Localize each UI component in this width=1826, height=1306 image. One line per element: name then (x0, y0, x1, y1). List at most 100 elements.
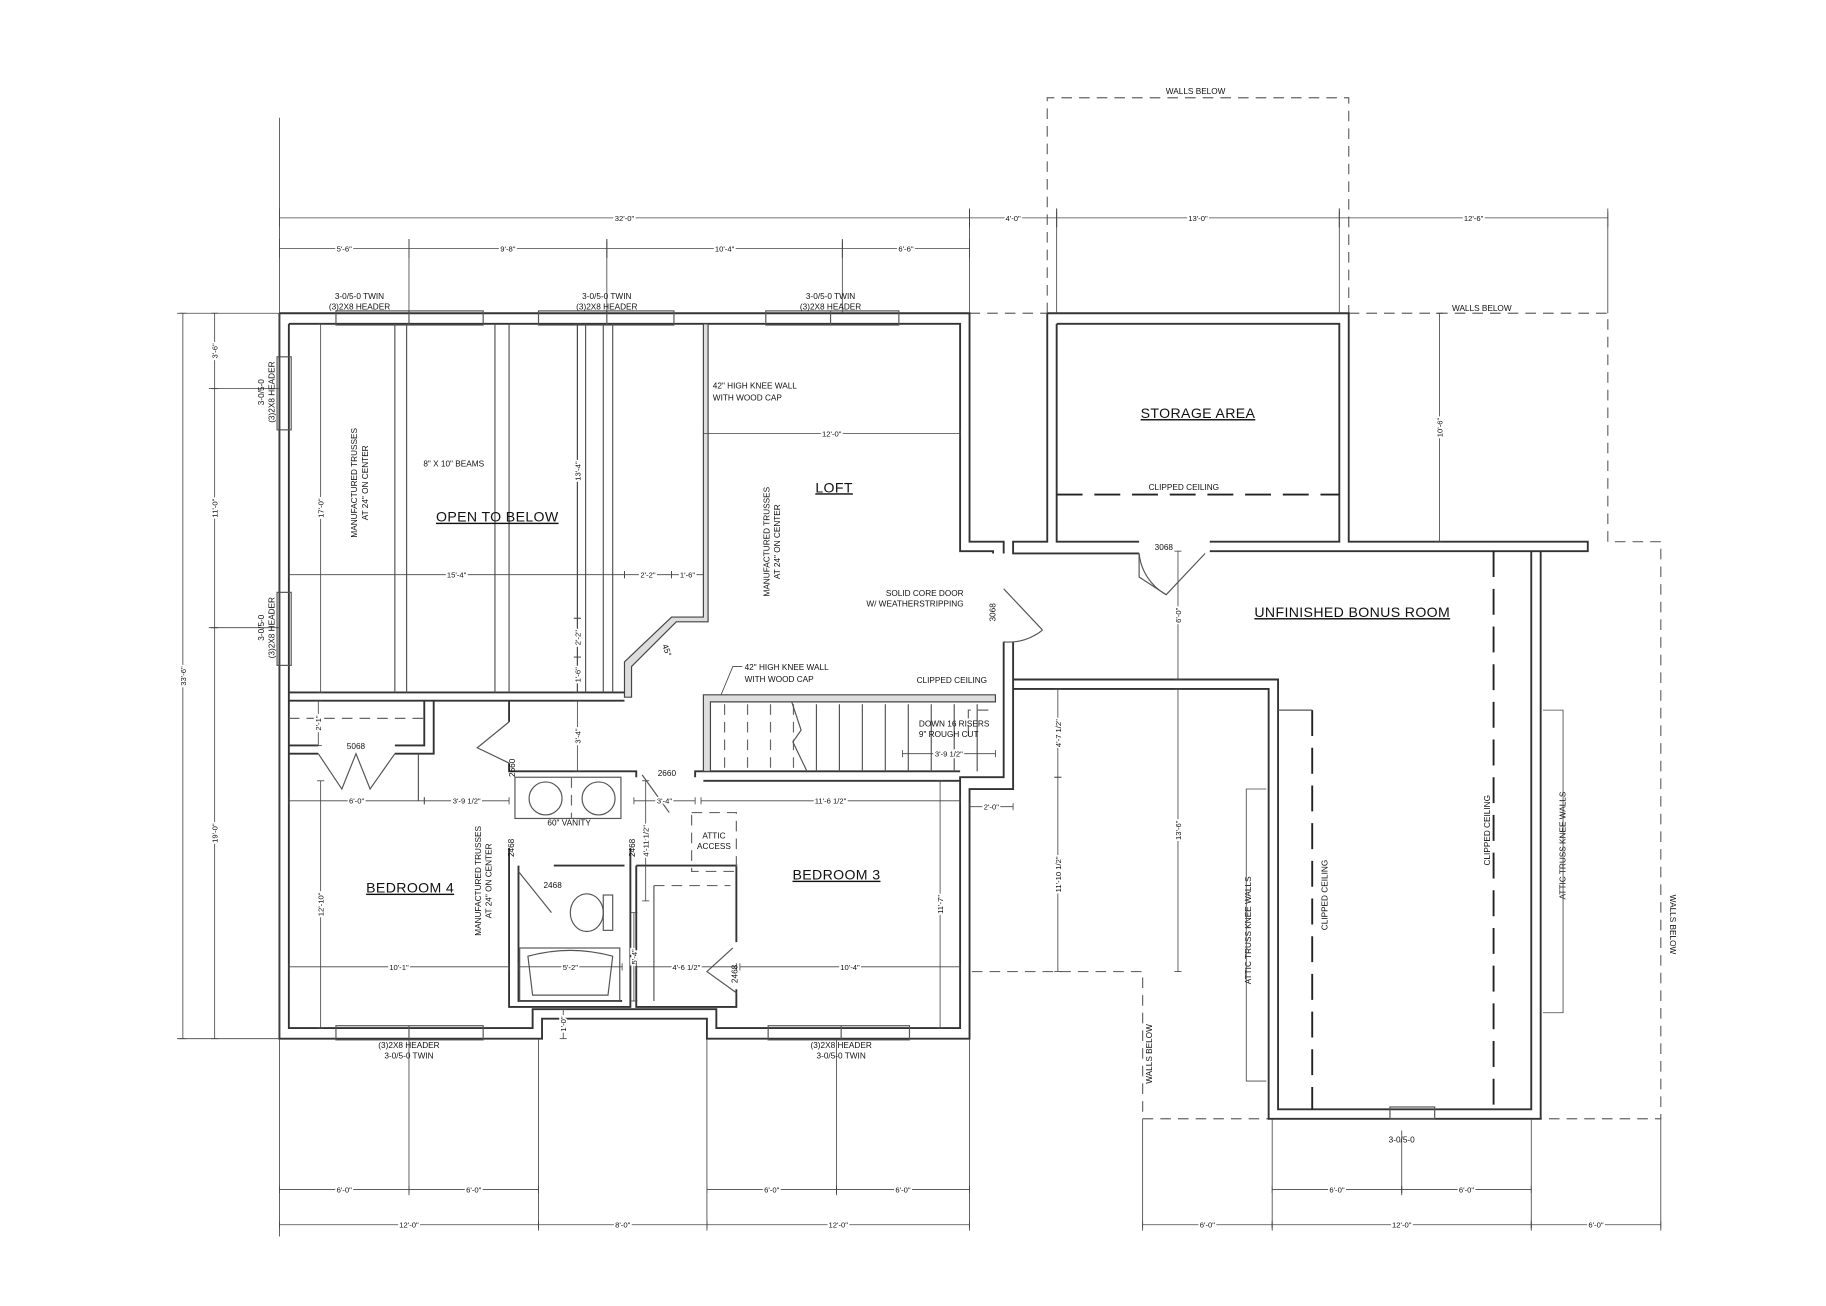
angle-label: 45° (660, 643, 673, 658)
clipped-ceiling-note: CLIPPED CEILING (1321, 860, 1330, 930)
dimension-label: 6'-0" (1459, 1185, 1475, 1194)
dimension-label: 3'-9 1/2" (453, 797, 481, 806)
dimension-label: 17'-0" (317, 498, 326, 518)
room-loft: LOFT (815, 479, 853, 495)
clipped-ceiling-note: CLIPPED CEILING (1483, 795, 1492, 865)
dimension-label: 2'-2" (573, 630, 582, 646)
storage-walls (1012, 312, 1589, 555)
stairs-note: DOWN 16 RISERS (919, 720, 990, 729)
note-walls-below: WALLS BELOW (1166, 87, 1226, 96)
attic-access-label: ATTIC (702, 831, 725, 840)
dimension-label: 6'-0" (1174, 607, 1183, 623)
room-bedroom-3: BEDROOM 3 (792, 867, 880, 883)
door-tag: 3068 (988, 603, 997, 622)
door-tag: 3068 (1155, 543, 1174, 552)
windows (276, 310, 911, 1041)
trusses-note: AT 24" ON CENTER (361, 445, 370, 520)
dimension-label: 10'-6" (1435, 417, 1444, 437)
trusses-note: MANUFACTURED TRUSSES (474, 826, 483, 936)
window-label: 3-0/5-0 TWIN (806, 292, 855, 301)
dimension-label: 6'-6" (898, 244, 914, 253)
dimension-label: 3'-6" (211, 343, 220, 359)
dimension-label: 11'-7" (936, 895, 945, 914)
door-tag: 5068 (347, 742, 366, 751)
room-bedroom-4: BEDROOM 4 (366, 880, 454, 896)
door-tag: 2468 (628, 838, 637, 857)
dimension-label: 13'-6" (1174, 820, 1183, 840)
header-label: (3)2X8 HEADER (268, 597, 277, 658)
note-walls-below: WALLS BELOW (1668, 895, 1677, 955)
knee-wall-note: 42" HIGH KNEE WALL (745, 663, 829, 672)
dimension-label: 12'-6" (1464, 214, 1484, 223)
dimension-label: 2'-0" (984, 803, 1000, 812)
door-tag: 2660 (658, 769, 677, 778)
clipped-ceiling-note: CLIPPED CEILING (1149, 483, 1219, 492)
doors (1003, 553, 1206, 643)
trusses-note: MANUFACTURED TRUSSES (350, 427, 359, 537)
header-label: (3)2X8 HEADER (329, 303, 390, 312)
beams-note: 8" X 10" BEAMS (423, 459, 484, 468)
knee-wall-note: 42" HIGH KNEE WALL (713, 382, 797, 391)
header-label: (3)2X8 HEADER (800, 303, 861, 312)
dimension-label: 1'-6" (573, 667, 582, 683)
annotations: WALLS BELOW WALLS BELOW WALLS BELOW WALL… (257, 87, 1677, 1144)
dimension-label: 5'-6" (337, 244, 353, 253)
header-label: (3)2X8 HEADER (378, 1041, 439, 1050)
trusses-note: AT 24" ON CENTER (484, 843, 493, 918)
attic-access-hatch[interactable] (691, 811, 737, 873)
dimension-label: 5'-2" (563, 963, 579, 972)
dimension-label: 10'-1" (389, 963, 409, 972)
bonus-room-walls (1013, 551, 1542, 1120)
dimension-label: 6'-0" (1200, 1221, 1216, 1230)
dimension-label: 3'-4" (657, 797, 673, 806)
dimension-label: 1'-6" (680, 571, 696, 580)
header-label: (3)2X8 HEADER (576, 303, 637, 312)
interior-walls (288, 700, 961, 1008)
dimension-label: 11'-10 1/2" (1054, 856, 1063, 892)
dimension-label: 13'-0" (1188, 214, 1208, 223)
room-open-to-below: OPEN TO BELOW (436, 509, 559, 525)
dimension-label: 12'-0" (1392, 1221, 1412, 1230)
dimension-label: 12'-0" (399, 1221, 419, 1230)
window-label: 3-0/5-0 (1389, 1135, 1416, 1144)
attic-access-label: ACCESS (697, 842, 731, 851)
dimension-label: 33'-6" (179, 666, 188, 686)
note-walls-below: WALLS BELOW (1452, 304, 1512, 313)
dimension-label: 3'-4" (573, 728, 582, 744)
window-label: 3-0/5-0 (257, 614, 266, 641)
knee-wall-note: WITH WOOD CAP (745, 675, 815, 684)
dimension-label: 19'-0" (211, 823, 220, 843)
dimension-label: 6'-0" (337, 1185, 353, 1194)
dimension-label: 4'-6 1/2" (672, 963, 700, 972)
dimension-label: 32'-0" (615, 214, 635, 223)
dimension-label: 10'-4" (715, 244, 735, 253)
dimension-label: 6'-0" (764, 1185, 780, 1194)
door-tag: 2468 (507, 838, 516, 857)
solid-door-note: SOLID CORE DOOR (886, 589, 964, 598)
door-tag: 2468 (731, 964, 740, 983)
dimension-label: 10'-4" (840, 963, 860, 972)
header-label: (3)2X8 HEADER (811, 1041, 872, 1050)
window-label: 3-0/5-0 (257, 379, 266, 406)
dimension-label: 3'-9 1/2" (935, 750, 963, 759)
room-labels: OPEN TO BELOW LOFT STORAGE AREA UNFINISH… (366, 405, 1450, 896)
dimension-label: 12'-0" (828, 1221, 848, 1230)
dimension-label: 4'-0" (1005, 214, 1021, 223)
door-tag: 2468 (543, 881, 562, 890)
header-label: (3)2X8 HEADER (268, 361, 277, 422)
door-tag: 2660 (508, 758, 517, 777)
dimension-label: 6'-0" (349, 797, 365, 806)
dimension-label: 6'-0" (466, 1185, 482, 1194)
room-bonus: UNFINISHED BONUS ROOM (1254, 604, 1450, 620)
dimension-label: 2'-2" (640, 571, 656, 580)
dimension-label: 13'-4" (573, 461, 582, 481)
dimension-label: 5'-4" (630, 949, 639, 965)
dimension-label: 2'-1" (314, 715, 323, 731)
dimension-label: 11'-6 1/2" (815, 797, 847, 806)
exterior-walls (278, 312, 1015, 1040)
trusses-note: AT 24" ON CENTER (773, 504, 782, 579)
trusses-note: MANUFACTURED TRUSSES (762, 486, 771, 596)
dimension-label: 12'-0" (822, 429, 842, 438)
dimension-label: 1'-0" (559, 1016, 568, 1032)
attic-truss-note: ATTIC TRUSS KNEE WALLS (1244, 876, 1253, 984)
